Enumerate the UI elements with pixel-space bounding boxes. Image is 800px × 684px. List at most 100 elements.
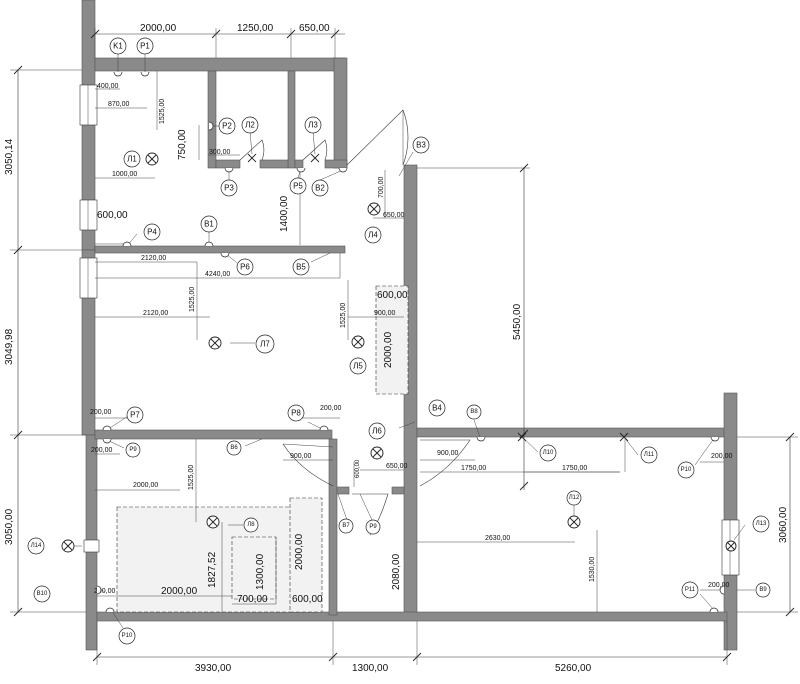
svg-text:1530,00: 1530,00 <box>589 557 596 582</box>
tag-b8: B8 <box>466 404 482 420</box>
svg-text:700,00: 700,00 <box>378 176 385 198</box>
svg-text:K1: K1 <box>113 42 123 51</box>
svg-text:400,00: 400,00 <box>97 83 119 90</box>
wall-lower-horizontal-left <box>94 429 333 440</box>
tag-p7: P7 <box>126 406 144 424</box>
svg-text:200,00: 200,00 <box>708 582 730 589</box>
svg-text:650,00: 650,00 <box>383 212 405 219</box>
svg-text:1827,52: 1827,52 <box>207 551 218 588</box>
svg-text:Л10: Л10 <box>543 450 554 456</box>
svg-text:P1: P1 <box>140 42 150 51</box>
svg-text:2000,00: 2000,00 <box>133 482 158 489</box>
tag-l8: Л8 <box>243 517 259 533</box>
svg-text:300,00: 300,00 <box>209 149 231 156</box>
svg-text:Л6: Л6 <box>372 427 382 436</box>
tag-l1: Л1 <box>123 150 141 168</box>
tag-k1: K1 <box>109 37 127 55</box>
svg-text:600,00: 600,00 <box>292 594 323 605</box>
svg-text:4240,00: 4240,00 <box>205 271 230 278</box>
svg-text:B1: B1 <box>204 220 214 229</box>
tag-l2: Л2 <box>241 116 259 134</box>
svg-text:P6: P6 <box>240 263 250 272</box>
dim-5450: 5450,00 <box>512 303 523 340</box>
lamp-l1-icon <box>145 152 159 166</box>
svg-text:P9: P9 <box>369 524 377 530</box>
wall-lower-horizontal-right <box>416 427 728 438</box>
tag-b9: B9 <box>755 582 771 598</box>
svg-text:P2: P2 <box>222 122 232 131</box>
tag-p9-bath: P9 <box>365 519 381 535</box>
svg-text:P10: P10 <box>122 633 133 639</box>
svg-text:1750,00: 1750,00 <box>562 465 587 472</box>
lamps <box>61 152 737 553</box>
tags: K1 P1 P2 Л2 Л3 Л1 P3 P5 B2 B3 Л4 P4 B1 P… <box>27 37 771 645</box>
tag-p6: P6 <box>236 258 254 276</box>
svg-text:900,00: 900,00 <box>374 310 396 317</box>
doors <box>239 109 471 536</box>
tag-p5: P5 <box>289 177 307 195</box>
svg-text:P4: P4 <box>147 228 157 237</box>
tag-l10: Л10 <box>539 444 557 462</box>
lamp-l4-icon <box>367 202 381 216</box>
wall-bath-bottom-d <box>324 159 348 169</box>
svg-text:B9: B9 <box>759 587 767 593</box>
tag-b1: B1 <box>200 215 218 233</box>
dim-650-top: 650,00 <box>299 23 330 34</box>
wall-bath-bottom-a <box>215 159 241 169</box>
dimension-texts: 2000,00 1250,00 650,00 3050,14 3049,98 3… <box>4 23 789 674</box>
wall-bottom <box>96 611 728 622</box>
tag-l6: Л6 <box>368 422 386 440</box>
svg-text:2080,00: 2080,00 <box>391 553 402 590</box>
tag-p11: P11 <box>681 581 699 599</box>
wall-wc-top-b <box>391 486 405 495</box>
wall-partition-2 <box>287 70 296 169</box>
svg-text:900,00: 900,00 <box>437 450 459 457</box>
wall-bath-bottom-b <box>259 159 289 169</box>
svg-text:1000,00: 1000,00 <box>112 171 137 178</box>
lamp-l14-icon <box>61 539 75 553</box>
dim-3930: 3930,00 <box>195 663 232 674</box>
tag-p9: P9 <box>125 442 141 458</box>
svg-text:B6: B6 <box>230 445 238 451</box>
svg-text:2000,00: 2000,00 <box>161 586 198 597</box>
tag-l12: Л12 <box>566 490 582 506</box>
wall-right-small <box>333 57 348 169</box>
svg-text:2120,00: 2120,00 <box>143 310 168 317</box>
tag-b5: B5 <box>292 258 310 276</box>
tag-p3: P3 <box>220 179 238 197</box>
svg-text:600,00: 600,00 <box>355 459 361 478</box>
tag-l7: Л7 <box>255 334 275 354</box>
lamp-l5-icon <box>351 335 365 349</box>
svg-text:P5: P5 <box>293 182 303 191</box>
svg-text:Л14: Л14 <box>31 543 42 549</box>
svg-text:Л7: Л7 <box>260 340 270 349</box>
tag-p1: P1 <box>136 37 154 55</box>
dimension-lines <box>10 28 798 665</box>
svg-text:Л2: Л2 <box>245 121 255 130</box>
svg-text:B7: B7 <box>342 523 350 529</box>
svg-text:2000,00: 2000,00 <box>294 533 305 570</box>
svg-text:200,00: 200,00 <box>320 405 342 412</box>
wall-partition-1 <box>207 70 217 169</box>
lamp-l7-icon <box>208 336 222 350</box>
svg-text:1400,00: 1400,00 <box>279 195 290 232</box>
wall-wc-left <box>328 438 338 616</box>
lamp-l3-icon <box>310 153 320 163</box>
svg-text:P10: P10 <box>681 467 692 473</box>
dim-3050-00: 3050,00 <box>4 508 15 545</box>
svg-text:750,00: 750,00 <box>177 129 188 160</box>
tag-b6: B6 <box>226 440 242 456</box>
svg-text:Л4: Л4 <box>368 231 378 240</box>
dim-3049-98: 3049,98 <box>4 328 15 365</box>
svg-text:P8: P8 <box>291 409 301 418</box>
tag-p8: P8 <box>287 404 305 422</box>
wardrobe-bedroom <box>289 497 323 613</box>
svg-text:1525,00: 1525,00 <box>188 465 195 490</box>
lamp-l13-icon <box>725 540 737 552</box>
door-entry-arc <box>346 109 409 166</box>
wall-top <box>94 57 346 72</box>
dim-1300: 1300,00 <box>352 663 389 674</box>
tag-p10-right: P10 <box>677 461 695 479</box>
dim-1250-top: 1250,00 <box>237 23 274 34</box>
svg-text:P3: P3 <box>224 184 234 193</box>
